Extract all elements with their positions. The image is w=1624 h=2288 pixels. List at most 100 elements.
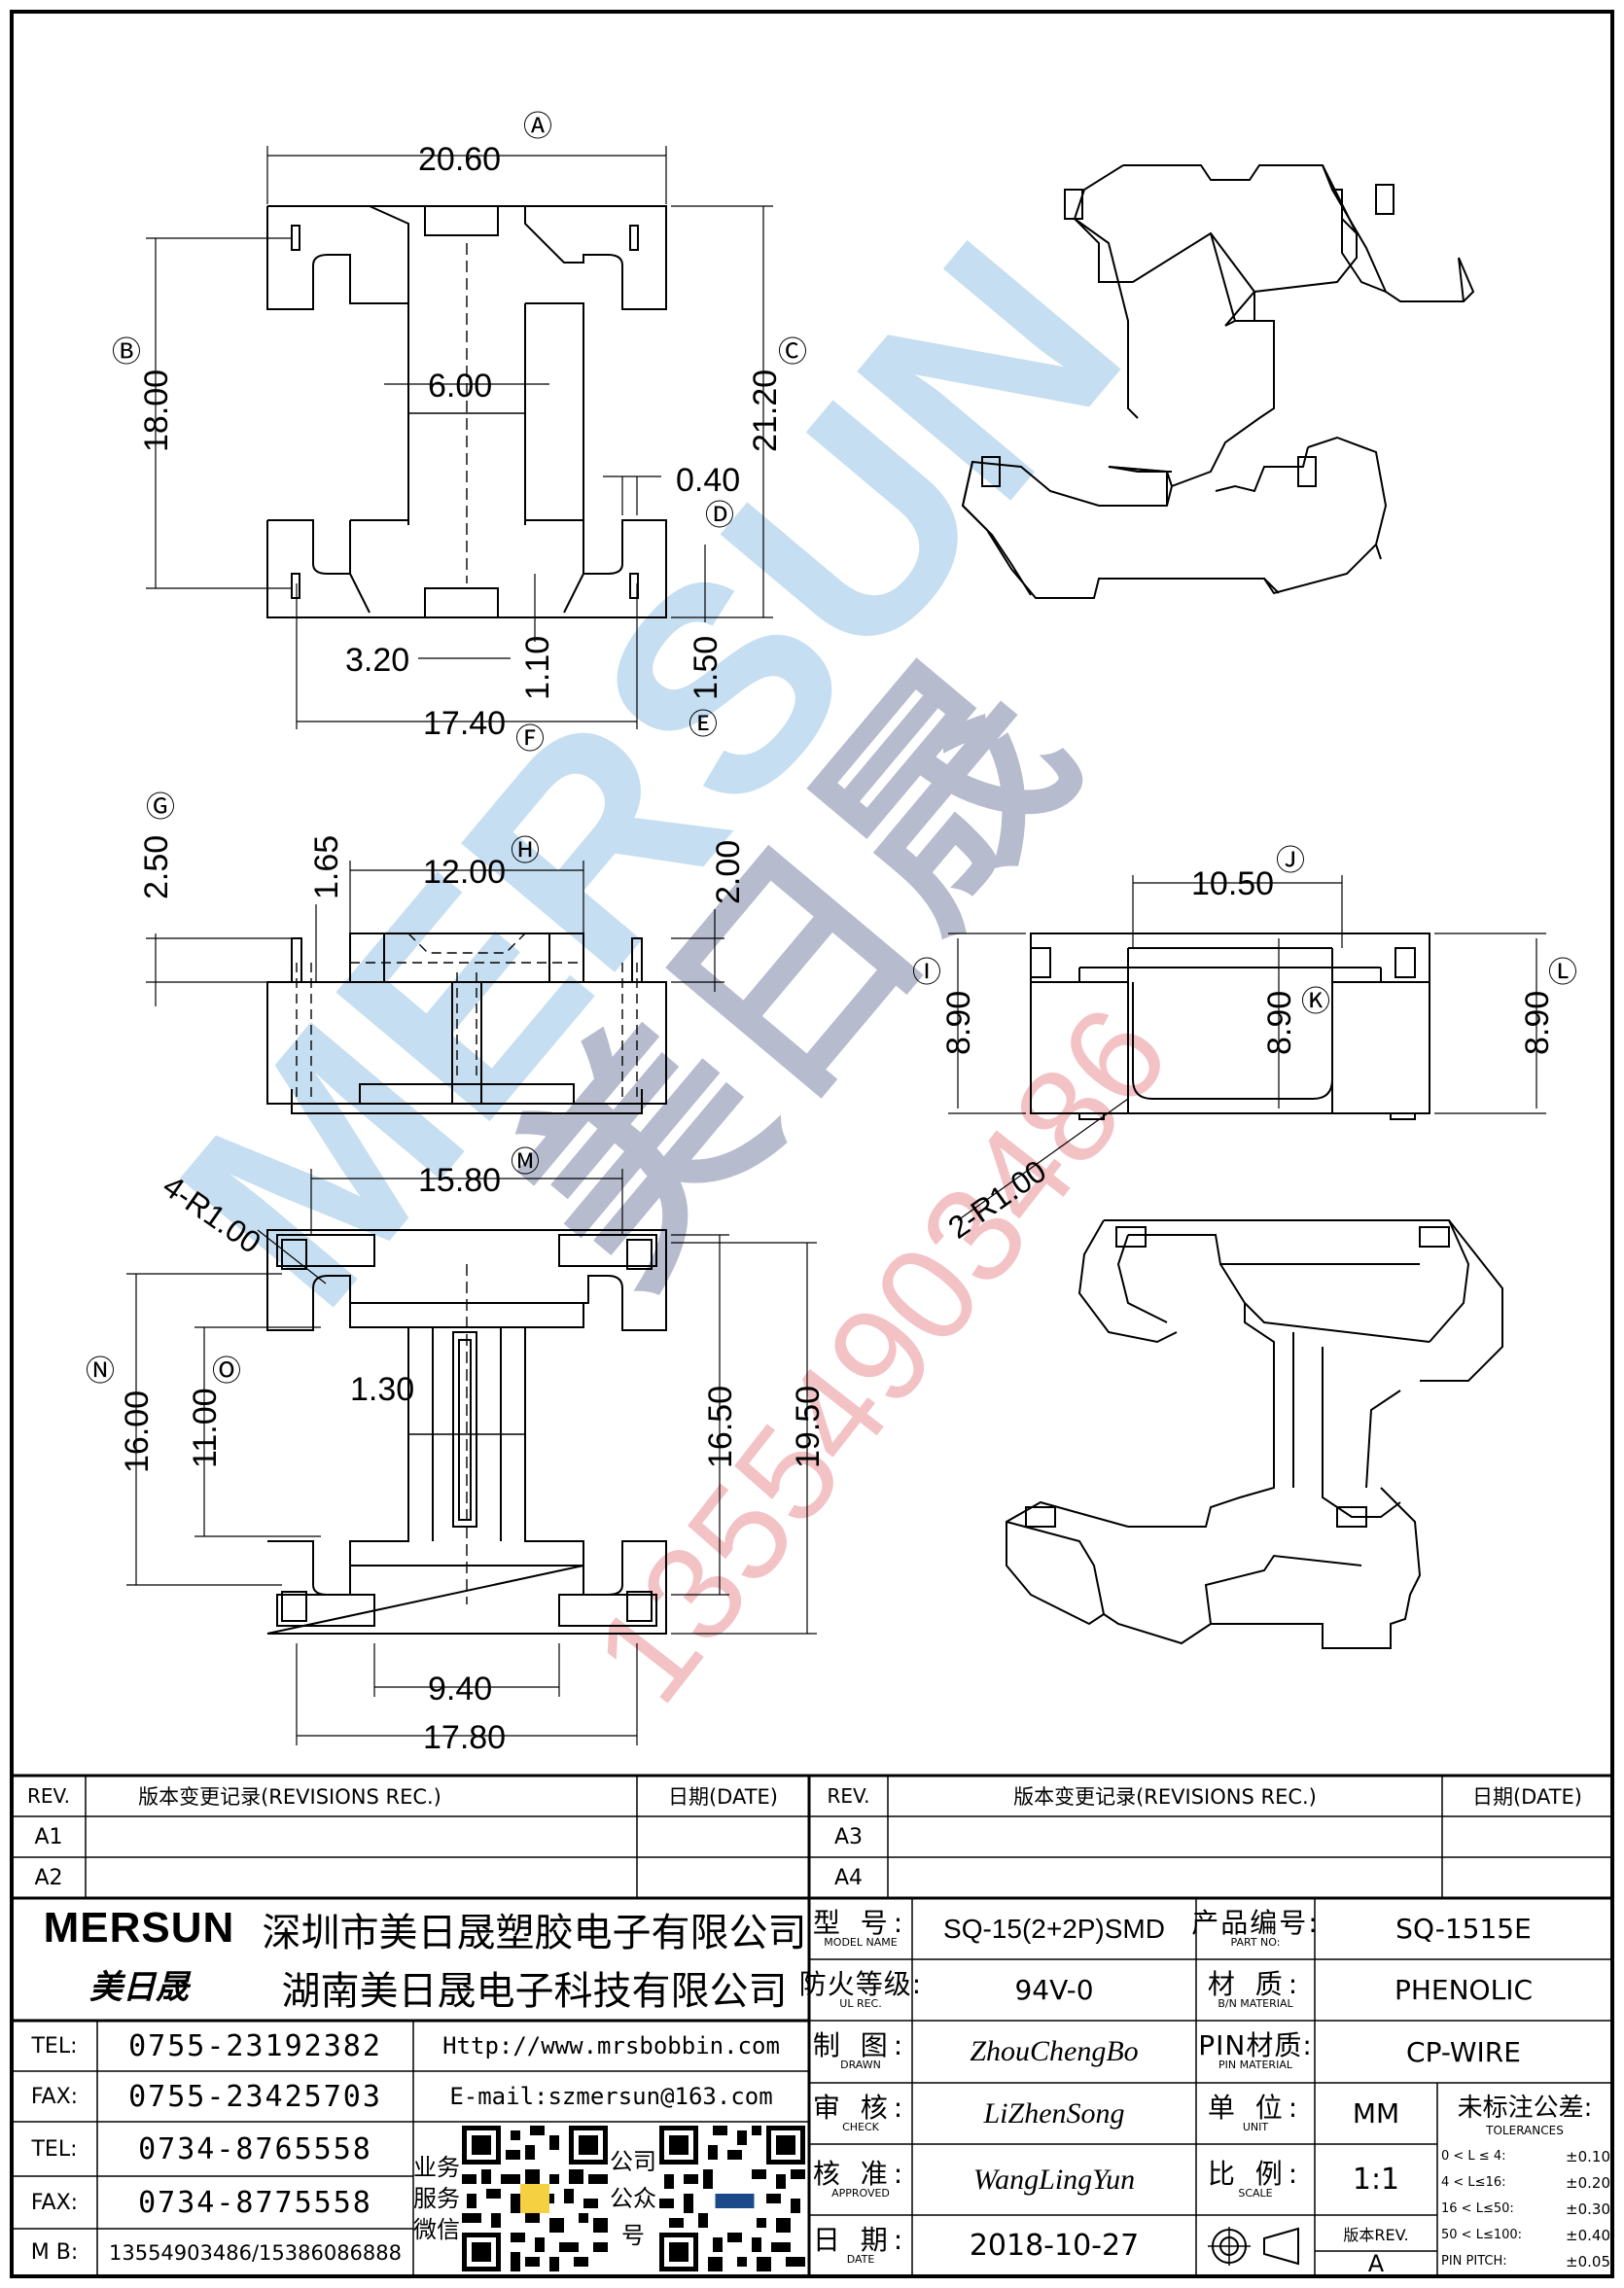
- spec-mat-label-en: B/N MATERIAL: [1218, 1996, 1293, 2010]
- spec-scale-value: 1:1: [1352, 2163, 1400, 2197]
- spec-drawn-label-en: DRAWN: [840, 2059, 881, 2071]
- spec-part-value: SQ-1515E: [1395, 1913, 1532, 1945]
- tolerance-title-en: TOLERANCES: [1486, 2123, 1564, 2137]
- company-name-sz: 深圳市美日晟塑胶电子有限公司: [262, 1911, 807, 1955]
- spec-part-label-cn: 产品编号:: [1191, 1906, 1320, 1939]
- spec-mat-value: PHENOLIC: [1394, 1974, 1534, 2006]
- tolerance-rows: 0 < L ≤ 4: ±0.10 4 < L≤16: ±0.20 16 < L≤…: [1441, 2143, 1610, 2275]
- spec-pin-label: PIN材质: PIN MATERIAL: [1196, 2021, 1315, 2083]
- spec-unit-label-en: UNIT: [1242, 2120, 1269, 2133]
- dim-s: 19.50: [790, 1386, 827, 1468]
- spec-mat-label: 材 质: B/N MATERIAL: [1196, 1959, 1315, 2021]
- side-view-front: Ⓖ 2.50 1.65 12.00 Ⓗ 2.00: [138, 792, 747, 1114]
- spec-model-value: SQ-15(2+2P)SMD: [943, 1913, 1165, 1944]
- company-logo: MERSUN: [43, 1903, 235, 1952]
- dim-k: 8.90: [1261, 991, 1298, 1055]
- qr-wechat-label: 业务服务微信: [413, 2154, 460, 2243]
- spec-ul-label-en: UL REC.: [839, 1996, 882, 2010]
- tolerance-value: ±0.05: [1566, 2252, 1610, 2270]
- spec-pin-value: CP-WIRE: [1406, 2035, 1521, 2068]
- contact-label-3: FAX:: [30, 2190, 79, 2215]
- spec-date-value: 2018-10-27: [969, 2229, 1140, 2263]
- dim-label-d: Ⓓ: [705, 500, 734, 532]
- spec-part-label: 产品编号: PART NO:: [1191, 1898, 1317, 1959]
- contact-label-4: M B:: [30, 2240, 79, 2265]
- spec-rev-value: A: [1367, 2250, 1385, 2277]
- rev-left-row-a1: A1: [34, 1824, 63, 1849]
- tolerance-range: 16 < L≤50:: [1441, 2201, 1514, 2216]
- dim-g: 2.50: [138, 835, 175, 899]
- dim-top-width: 20.60: [418, 141, 501, 178]
- spec-date-label-en: DATE: [846, 2252, 875, 2266]
- dim-o: 11.00: [187, 1388, 224, 1468]
- dim-d: 0.40: [676, 462, 740, 499]
- dim-label-g: Ⓖ: [146, 792, 175, 824]
- dim-n: 16.00: [119, 1390, 156, 1473]
- tolerance-range: 4 < L≤16:: [1441, 2175, 1506, 2190]
- dim-r: 16.50: [702, 1386, 739, 1468]
- contact-value-1: 0755-23425703: [128, 2079, 382, 2114]
- tolerance-range: 50 < L≤100:: [1441, 2228, 1523, 2242]
- dim-label-m: Ⓜ: [511, 1146, 540, 1179]
- rev-left-row-a2: A2: [34, 1865, 63, 1890]
- dim-m: 15.80: [418, 1162, 501, 1199]
- tolerance-value: ±0.30: [1566, 2200, 1610, 2218]
- qr-public-icon: [659, 2126, 805, 2271]
- rev-left-header-desc: 版本变更记录(REVISIONS REC.): [138, 1785, 441, 1809]
- spec-drawn-value: ZhouChengBo: [970, 2035, 1139, 2067]
- dim-label-f: Ⓕ: [515, 723, 545, 756]
- dim-l: 8.90: [1519, 991, 1556, 1055]
- spec-model-label-en: MODEL NAME: [824, 1935, 898, 1949]
- contact-label-0: TEL:: [31, 2033, 78, 2059]
- spec-scale-label-en: SCALE: [1238, 2186, 1273, 2200]
- spec-approved-value: WangLingYun: [972, 2163, 1136, 2196]
- dim-top-height-b: 18.00: [138, 370, 175, 452]
- spec-mat-label-cn: 材 质:: [1207, 1967, 1304, 2000]
- contact-value-0: 0755-23192382: [128, 2028, 382, 2063]
- spec-check-label: 审 核: CHECK: [809, 2083, 912, 2144]
- dim-g2: 1.65: [308, 835, 345, 899]
- company-email[interactable]: E-mail:szmersun@163.com: [449, 2083, 773, 2110]
- sheet-border: [10, 10, 1614, 2278]
- rev-right-header-desc: 版本变更记录(REVISIONS REC.): [1013, 1785, 1317, 1809]
- company-name-hn: 湖南美日晟电子科技有限公司: [281, 1969, 788, 2014]
- spec-unit-label: 单 位: UNIT: [1196, 2083, 1315, 2144]
- dim-label-o: Ⓞ: [212, 1355, 241, 1388]
- top-view: Ⓐ 20.60 Ⓑ 18.00 Ⓒ 21.20 6.00 0.40 Ⓓ 3.20…: [112, 111, 807, 756]
- spec-approved-label-en: APPROVED: [831, 2186, 890, 2200]
- company-website[interactable]: Http://www.mrsbobbin.com: [442, 2032, 780, 2059]
- dim-label-n: Ⓝ: [86, 1355, 115, 1388]
- dim-label-a: Ⓐ: [523, 111, 552, 143]
- spec-check-label-en: CHECK: [842, 2120, 879, 2133]
- dim-label-e: Ⓔ: [688, 709, 718, 741]
- contact-value-2: 0734-8765558: [138, 2131, 372, 2166]
- tolerance-row: 4 < L≤16: ±0.20: [1441, 2169, 1610, 2196]
- spec-pin-label-cn: PIN材质:: [1198, 2029, 1313, 2061]
- spec-ul-label: 防火等级: UL REC.: [799, 1959, 921, 2021]
- spec-model-label: 型 号: MODEL NAME: [809, 1898, 912, 1959]
- iso-view-top: [961, 164, 1475, 599]
- rev-right-header-rev: REV.: [827, 1784, 870, 1808]
- dim-label-b: Ⓑ: [112, 336, 141, 369]
- dim-e: 1.50: [688, 636, 724, 700]
- spec-drawn-label-cn: 制 图:: [812, 2029, 909, 2061]
- rev-left-header-rev: REV.: [27, 1784, 70, 1808]
- spec-rev-label: 版本REV.: [1343, 2225, 1409, 2244]
- spec-pin-label-en: PIN MATERIAL: [1218, 2059, 1292, 2071]
- tolerance-row: 16 < L≤50: ±0.30: [1441, 2196, 1610, 2222]
- dim-label-c: Ⓒ: [778, 336, 807, 369]
- spec-scale-label: 比 例: SCALE: [1196, 2144, 1315, 2215]
- spec-approved-label: 核 准: APPROVED: [809, 2144, 912, 2215]
- tolerance-row: 50 < L≤100: ±0.40: [1441, 2222, 1610, 2248]
- dim-h2: 2.00: [710, 840, 747, 904]
- spec-date-label: 日 期: DATE: [809, 2215, 912, 2276]
- tolerance-title-cn: 未标注公差:: [1457, 2093, 1593, 2123]
- spec-part-label-en: PART NO:: [1230, 1935, 1281, 1949]
- dim-f: 3.20: [345, 642, 409, 679]
- tolerance-range: PIN PITCH:: [1441, 2254, 1507, 2269]
- qr-public-label: 公司公众号: [610, 2148, 656, 2249]
- tolerance-value: ±0.10: [1566, 2147, 1610, 2165]
- spec-scale-label-cn: 比 例:: [1207, 2157, 1304, 2190]
